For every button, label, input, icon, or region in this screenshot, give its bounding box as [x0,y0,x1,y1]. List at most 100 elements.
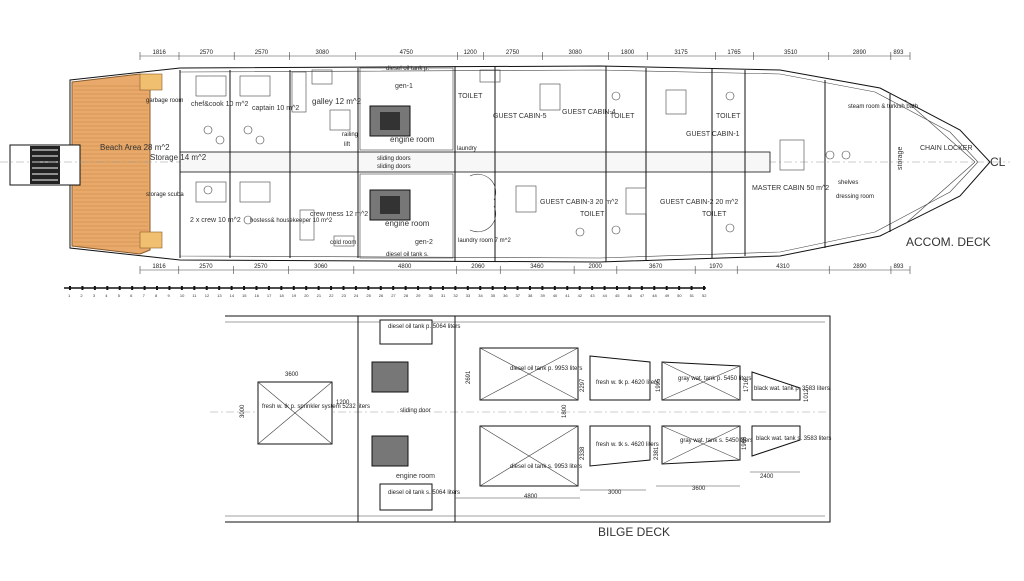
toilet-label-1: TOILET [458,93,483,100]
ruler-tick-label: 24 [354,293,359,298]
dim-1995: 1995 [656,378,662,392]
ruler-tick [317,286,320,290]
engine-room-bottom-label: engine room [385,219,430,228]
guest-cabin-4-label: GUEST CABIN-4 [562,109,616,116]
ruler-tick [69,286,71,290]
ruler-tick-label: 41 [565,293,570,298]
dim-2400: 2400 [760,474,774,480]
storage-bow-label: storage [897,147,904,170]
ruler-tick-label: 9 [167,293,170,298]
ruler-tick [354,286,357,290]
guest-cabin-3-label: GUEST CABIN-3 20 m^2 [540,199,618,206]
ruler-tick [118,286,121,290]
engine-room-top: diesel oil tank p. gen-1 engine room sli… [359,66,454,162]
dim-3000-left: 3000 [240,404,246,418]
dimension-label: 4750 [400,50,414,56]
dimension-label: 3080 [569,50,583,56]
gray-tank-p: gray wat. tank p. 5450 liters 1716 [661,361,751,401]
dimension-label: 1816 [153,50,167,56]
diesel-tank-bottom-label: diesel oil tank s. [386,252,429,258]
laundry-label: laundry [457,146,477,152]
fresh-sprinkler-tank-label: fresh w. tk p. sprinkler system 5232 lit… [262,404,370,410]
toilet-label-3: TOILET [716,113,741,120]
dimension-label: 3060 [314,264,328,270]
dimension-label: 893 [893,264,904,270]
ruler-tick-label: 17 [267,293,272,298]
dim-2297: 2297 [580,378,586,392]
gen2-label: gen-2 [415,239,433,246]
ruler-tick-label: 46 [627,293,632,298]
ruler-tick-label: 8 [155,293,158,298]
ruler-tick [466,286,469,290]
ruler-tick-label: 11 [192,293,197,298]
dimension-label: 1765 [727,50,741,56]
ruler-tick [615,286,618,290]
ruler-tick [528,286,531,290]
storage-scuba-label: storage scuba [146,192,184,198]
diesel-p-large-label: diesel oil tank p. 9953 liters [510,366,582,372]
diesel-tank-p-large: diesel oil tank p. 9953 liters 2691 [466,347,582,401]
dimension-label: 1200 [463,50,477,56]
ruler-tick [703,286,705,290]
dimension-label: 2890 [853,264,867,270]
ruler-tick [93,286,96,290]
garbage-room-label: garbage room [146,98,183,104]
ruler-tick-label: 21 [317,293,322,298]
ruler-tick [243,286,246,290]
ruler-tick [143,286,146,290]
ruler-tick-label: 44 [603,293,608,298]
ruler-tick-label: 1 [68,293,71,298]
ruler-tick-label: 48 [652,293,657,298]
dimension-label: 2570 [254,264,268,270]
ruler-tick [292,286,295,290]
ruler-tick-label: 42 [578,293,583,298]
toilet-label-4: TOILET [580,211,605,218]
ruler-tick [628,286,631,290]
dimension-label: 3670 [649,264,663,270]
ruler-tick [367,286,370,290]
ruler-tick [330,286,333,290]
ruler-tick [180,286,183,290]
ruler-tick [255,286,258,290]
ruler-tick [429,286,432,290]
ruler-tick [106,286,109,290]
ruler-tick [690,286,693,290]
ruler-tick-label: 25 [366,293,371,298]
ruler-tick [504,286,507,290]
ruler-tick [479,286,482,290]
ruler-tick [591,286,594,290]
ruler-tick [578,286,581,290]
dim-1716: 1716 [744,378,750,392]
ruler-tick [603,286,606,290]
dimension-label: 1970 [709,264,723,270]
black-tank-p: black wat. tank p. 3583 liters 1012 [751,371,830,402]
dim-3600-bottom: 3600 [692,486,706,492]
dim-3000-bottom: 3000 [608,490,622,496]
ruler-tick-label: 13 [217,293,222,298]
ruler-tick-label: 5 [118,293,121,298]
ruler-tick-label: 35 [491,293,496,298]
dressing-room-label: dressing room [836,194,874,200]
black-s-label: black wat. tank s. 3583 liters [756,436,831,442]
ruler-tick [392,286,395,290]
bilge-hull-outline [225,315,831,523]
ruler-tick [81,286,84,290]
dimension-label: 3080 [315,50,329,56]
ruler-tick-label: 39 [540,293,545,298]
diesel-s-large-label: diesel oil tank s. 9953 liters [510,464,582,470]
dimension-label: 4800 [398,264,412,270]
ruler-tick [218,286,221,290]
ruler-tick-label: 26 [379,293,384,298]
ruler-tick-label: 47 [640,293,645,298]
ruler-tick-label: 43 [590,293,595,298]
dimension-label: 893 [893,50,904,56]
ruler-tick [156,286,159,290]
dimension-label: 2750 [506,50,520,56]
ruler-tick-label: 7 [143,293,146,298]
ruler-tick [342,286,345,290]
ruler-tick-label: 34 [478,293,483,298]
ruler-tick-label: 52 [702,293,707,298]
ruler-tick-label: 29 [416,293,421,298]
dim-1800: 1800 [562,404,568,418]
